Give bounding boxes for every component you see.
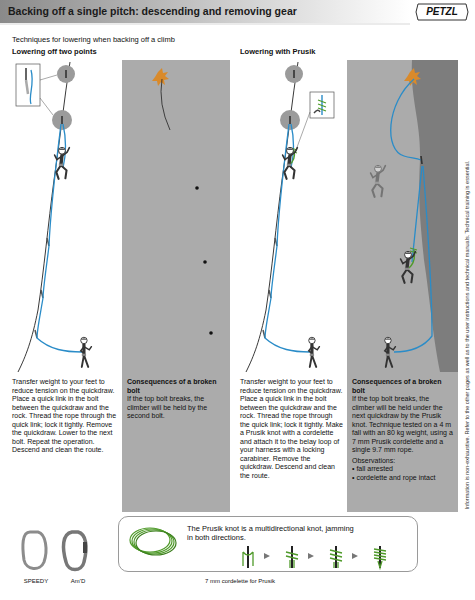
lowering-prusik-illustration <box>296 112 310 150</box>
lowering-two-points-illustration <box>40 98 53 115</box>
carabiner-symbol <box>23 532 87 570</box>
lowering-two-points-illustration <box>16 62 91 372</box>
instruction-text: Transfer weight to your feet to reduce t… <box>12 378 118 455</box>
brand-logo: PETZL <box>418 6 466 18</box>
broken-bolt-prusik-illustration <box>394 166 432 352</box>
prusik-knot-illustration <box>130 528 386 568</box>
lowering-two-points-illustration <box>62 70 66 124</box>
page-title: Backing off a single pitch: descending a… <box>8 5 403 18</box>
lowering-two-points-illustration <box>63 124 66 168</box>
broken-bolt-prusik-illustration <box>404 68 421 86</box>
broken-bolt-two-points-illustration <box>209 331 213 335</box>
part-name: SPEEDY <box>14 578 58 585</box>
section-heading: Lowering off two points <box>12 47 212 56</box>
lowering-prusik-illustration <box>318 100 326 111</box>
lowering-prusik-illustration <box>283 147 298 179</box>
broken-bolt-prusik-illustration <box>421 156 422 164</box>
observations-heading: Observations: <box>352 457 453 466</box>
section-heading: Lowering with Prusik <box>240 47 440 56</box>
prusik-note: The Prusik knot is a multidirectional kn… <box>187 524 355 542</box>
lowering-two-points-illustration <box>81 337 92 367</box>
title-band <box>0 0 410 24</box>
broken-bolt-prusik-illustration <box>371 165 386 197</box>
carabiner-symbol <box>64 532 86 570</box>
broken-bolt-two-points-illustration <box>152 68 169 86</box>
prusik-note-box: The Prusik knot is a multidirectional kn… <box>118 516 418 572</box>
prusik-knot-illustration <box>136 531 176 555</box>
lowering-two-points-illustration <box>40 75 57 80</box>
prusik-knot-illustration <box>248 546 380 568</box>
broken-bolt-prusik-illustration <box>401 251 416 283</box>
panel-ground <box>347 60 458 512</box>
lowering-prusik-illustration <box>265 124 310 352</box>
lowering-two-points-illustration <box>37 124 82 352</box>
part-name: Am'D <box>56 578 100 585</box>
consequence-panel: Consequences of a broken boltIf the top … <box>347 60 458 512</box>
broken-bolt-two-points-illustration <box>152 68 213 335</box>
panel-ground <box>122 60 230 512</box>
consequence-panel: Consequences of a broken boltIf the top … <box>122 60 230 512</box>
part-name: 7 mm cordelette for Prusik <box>205 578 355 585</box>
lowering-two-points-illustration <box>30 70 32 104</box>
lowering-prusik-illustration <box>309 337 320 367</box>
petzl-logo <box>416 4 468 20</box>
prusik-knot-illustration <box>243 552 253 566</box>
broken-bolt-prusik-illustration <box>391 79 421 160</box>
panel-heading: Consequences of a broken bolt <box>127 378 225 395</box>
observation-item: • fall arrested <box>352 465 453 474</box>
lowering-two-points-illustration <box>26 80 28 94</box>
lowering-prusik-illustration <box>246 62 334 372</box>
lowering-prusik-illustration <box>290 70 294 124</box>
prusik-knot-illustration <box>264 553 358 559</box>
panel-ground <box>122 60 458 512</box>
prusik-knot-illustration <box>330 550 342 568</box>
carabiner-symbol <box>83 542 87 553</box>
broken-bolt-two-points-illustration <box>195 186 199 190</box>
panel-heading: Consequences of a broken bolt <box>352 378 453 395</box>
broken-bolt-prusik-illustration <box>412 166 422 262</box>
title-band <box>0 0 410 23</box>
petzl-logo <box>416 4 468 20</box>
lowering-two-points-illustration <box>18 62 70 372</box>
lowering-prusik-illustration <box>246 62 298 372</box>
broken-bolt-prusik-illustration <box>385 337 396 367</box>
lowering-prusik-illustration <box>310 92 334 118</box>
title-band <box>0 24 410 25</box>
panel-body: If the top bolt breaks, the climber will… <box>352 395 453 455</box>
prusik-knot-illustration <box>286 552 298 568</box>
lowering-two-points-illustration <box>35 238 49 338</box>
observation-item: • cordelette and rope intact <box>352 474 453 483</box>
carabiner-symbol <box>23 532 46 569</box>
lowering-two-points-illustration <box>55 147 70 179</box>
side-note: Information is non-exhaustive. Refer to … <box>464 161 471 510</box>
lowering-two-points-illustration <box>16 64 40 106</box>
prusik-knot-illustration <box>374 549 386 568</box>
lowering-prusik-illustration <box>314 110 320 113</box>
subtitle: Techniques for lowering when backing off… <box>12 35 332 44</box>
broken-bolt-two-points-illustration <box>203 260 207 264</box>
instruction-text: Transfer weight to your feet to reduce t… <box>240 378 344 480</box>
broken-bolt-two-points-illustration <box>161 79 170 130</box>
broken-bolt-prusik-illustration <box>412 60 458 372</box>
broken-bolt-prusik-illustration <box>371 60 458 372</box>
lowering-prusik-illustration <box>263 238 277 338</box>
lowering-two-points-illustration <box>25 68 27 80</box>
panel-body: If the top bolt breaks, the climber will… <box>127 395 225 421</box>
